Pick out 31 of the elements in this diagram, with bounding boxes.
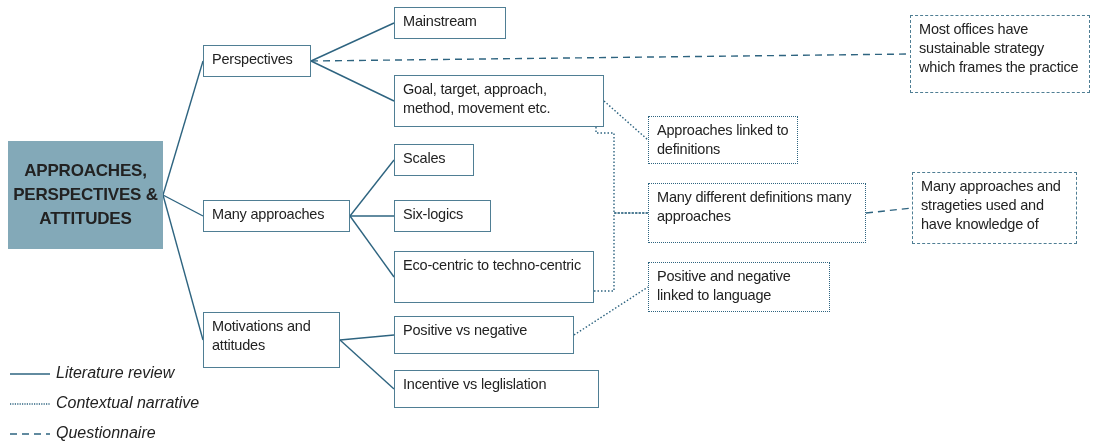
questionnaire-box: Many approaches and strageties used and have knowledge of: [912, 172, 1077, 244]
process-box: Eco-centric to techno-centric: [394, 251, 594, 303]
connector-line: [339, 339, 395, 390]
legend-label: Contextual narrative: [56, 394, 200, 412]
connector-line: [349, 215, 395, 217]
connector-line: [162, 194, 204, 217]
process-box: Six-logics: [394, 200, 491, 232]
legend-label: Literature review: [56, 364, 175, 382]
topic-box: APPROACHES, PERSPECTIVES & ATTITUDES: [8, 141, 163, 249]
connector-line: [310, 22, 395, 62]
process-box: Positive vs negative: [394, 316, 574, 354]
process-box: Scales: [394, 144, 474, 176]
narrative-box: Many different definitions many approaches: [648, 183, 866, 243]
dotted-connector: [603, 100, 649, 141]
narrative-box: Positive and negative linked to language: [648, 262, 830, 312]
dotted-connector: [593, 212, 649, 292]
questionnaire-box: Most offices have sustainable strategy which frames the practice: [910, 15, 1090, 93]
narrative-box: Approaches linked to definitions: [648, 116, 798, 164]
dotted-connector: [573, 286, 649, 336]
process-box: Motivations and attitudes: [203, 312, 340, 368]
process-box: Goal, target, approach, method, movement etc.: [394, 75, 604, 127]
process-box: Many approaches: [203, 200, 350, 232]
process-box: Perspectives: [203, 45, 311, 77]
connector-line: [349, 159, 395, 217]
legend-label: Questionnaire: [56, 424, 156, 442]
connector-line: [349, 215, 395, 278]
connector-line: [310, 60, 395, 102]
connector-line: [339, 334, 395, 341]
dotted-connector: [595, 126, 649, 214]
process-box: Incentive vs leglislation: [394, 370, 599, 408]
process-box: Mainstream: [394, 7, 506, 39]
